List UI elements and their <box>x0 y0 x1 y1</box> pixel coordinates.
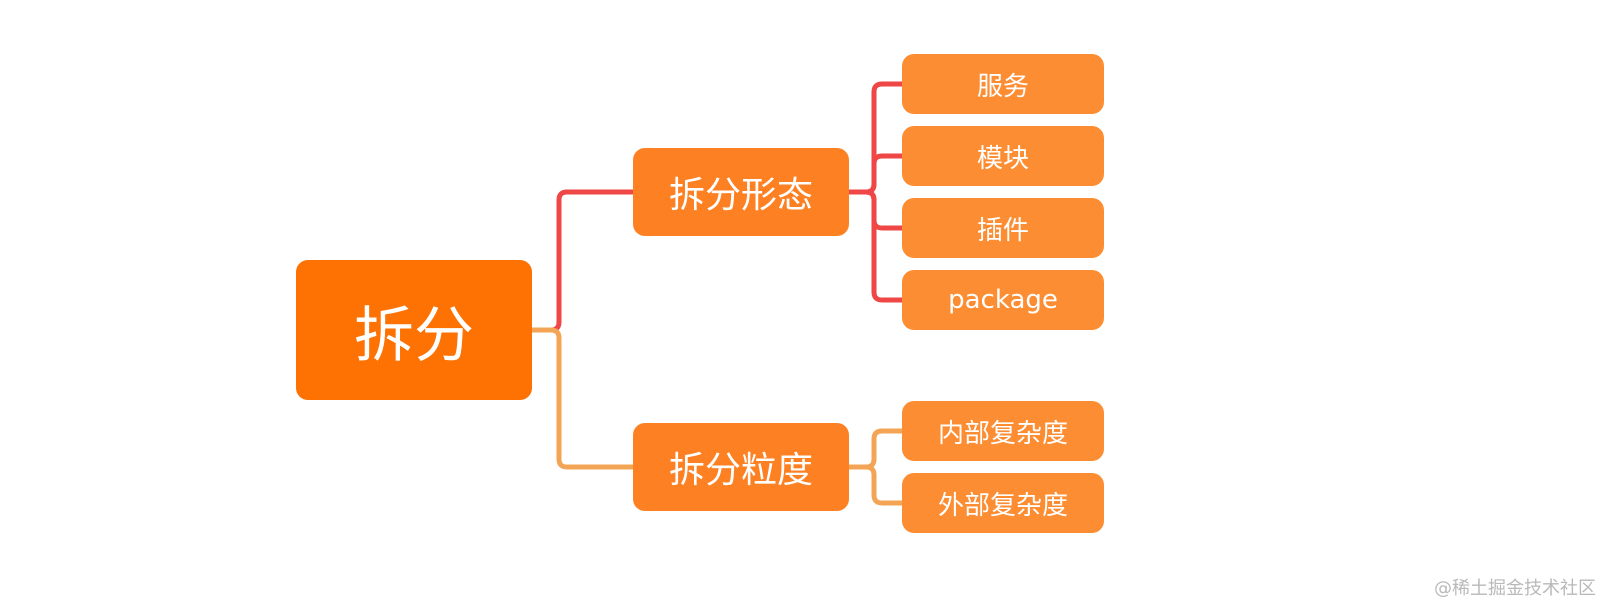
leaf-node-label: 外部复杂度 <box>937 490 1068 521</box>
branch-node-form-label: 拆分形态 <box>668 175 813 216</box>
connector-root-to-form <box>529 189 636 333</box>
watermark-text: @稀土掘金技术社区 <box>1434 578 1596 599</box>
branch-node-form: 拆分形态 <box>633 148 849 236</box>
leaf-node-label: 模块 <box>976 143 1029 174</box>
connector-granularity-to-leaf-1 <box>846 464 905 506</box>
leaf-node-package: package <box>902 270 1104 330</box>
connector-root-to-granularity <box>529 327 636 470</box>
root-node-label: 拆分 <box>354 300 474 371</box>
leaf-node-label: 服务 <box>976 71 1029 102</box>
leaf-node-label: package <box>948 285 1058 315</box>
connector-form-to-leaf-1 <box>846 153 905 195</box>
leaf-node-label: 插件 <box>976 215 1029 246</box>
leaf-node-external-complexity: 外部复杂度 <box>902 473 1104 533</box>
connector-granularity-to-leaf-0 <box>846 428 905 470</box>
leaf-node-internal-complexity: 内部复杂度 <box>902 401 1104 461</box>
leaf-node-module: 模块 <box>902 126 1104 186</box>
connector-form-to-leaf-3 <box>846 189 905 303</box>
branch-node-granularity: 拆分粒度 <box>633 423 849 511</box>
leaf-node-plugin: 插件 <box>902 198 1104 258</box>
leaf-node-service: 服务 <box>902 54 1104 114</box>
branch-node-granularity-label: 拆分粒度 <box>668 450 813 491</box>
root-node: 拆分 <box>296 260 532 400</box>
leaf-node-label: 内部复杂度 <box>937 418 1068 449</box>
